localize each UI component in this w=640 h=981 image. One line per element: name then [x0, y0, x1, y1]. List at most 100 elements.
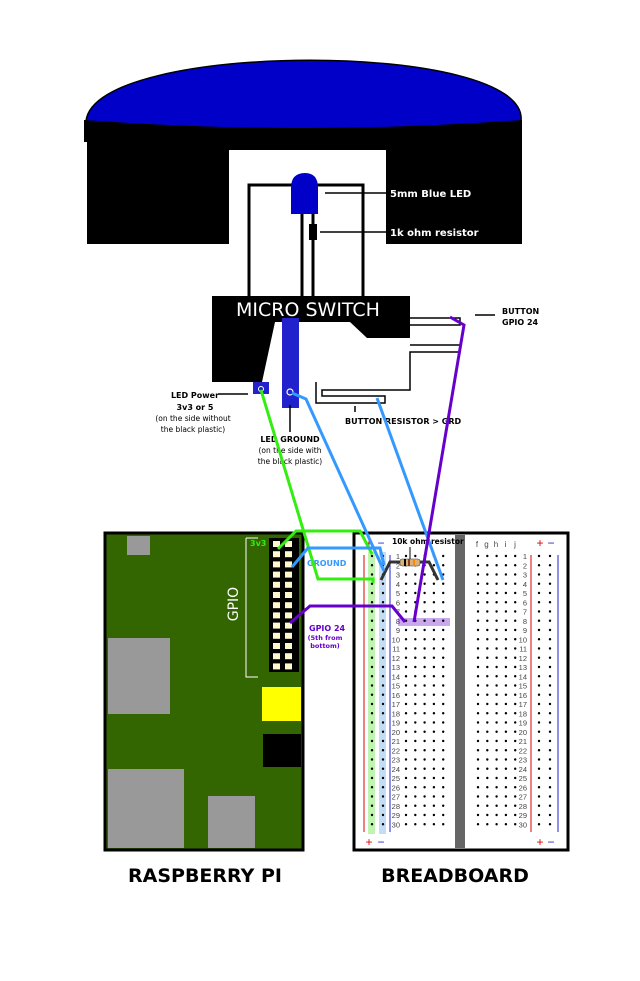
- row-number: 8: [396, 617, 400, 626]
- hole: [442, 758, 445, 761]
- hole: [504, 647, 508, 650]
- row-number: 7: [523, 608, 527, 617]
- rail-minus-label: −: [377, 835, 384, 849]
- rail-hole: [381, 684, 385, 687]
- hole: [432, 739, 436, 743]
- hole: [486, 749, 489, 752]
- hole: [404, 693, 408, 696]
- hole: [486, 582, 489, 585]
- hole: [495, 804, 498, 807]
- rail-hole: [548, 739, 552, 743]
- rail-hole: [381, 647, 385, 650]
- hole: [404, 675, 408, 678]
- hole: [432, 647, 436, 650]
- row-number: 26: [519, 783, 527, 792]
- row-number: 17: [392, 700, 400, 709]
- hole: [432, 823, 436, 826]
- micro-switch: MICRO SWITCH: [212, 296, 461, 408]
- column-label: h: [494, 540, 498, 549]
- hole: [476, 712, 480, 715]
- row-8-highlight: [398, 618, 450, 626]
- hole: [495, 638, 498, 641]
- rail-hole: [537, 665, 541, 669]
- rail-hole: [381, 758, 385, 761]
- hole: [504, 693, 508, 696]
- hole: [495, 721, 498, 724]
- row-number: 18: [392, 709, 400, 718]
- gpio-pin: [285, 551, 292, 558]
- hole: [432, 776, 436, 780]
- row-number: 2: [396, 561, 400, 570]
- row-number: 11: [519, 645, 527, 654]
- hole: [404, 813, 408, 817]
- hole: [504, 684, 508, 687]
- hole: [404, 610, 408, 613]
- hole: [504, 554, 508, 558]
- rail-hole: [537, 767, 541, 770]
- rail-hole: [537, 795, 541, 798]
- rail-hole: [370, 675, 374, 678]
- hole: [432, 628, 436, 632]
- hole: [432, 702, 436, 706]
- rail-hole: [548, 619, 552, 622]
- rail-hole: [537, 712, 541, 715]
- led-icon: [291, 173, 318, 214]
- rail-hole: [548, 813, 552, 817]
- hole: [514, 647, 517, 650]
- hole: [514, 582, 517, 585]
- rail-hole: [381, 610, 385, 613]
- wires: [259, 315, 466, 625]
- hole: [504, 638, 508, 641]
- row-number: 10: [519, 635, 527, 644]
- rail-hole: [381, 582, 385, 585]
- hole: [495, 813, 498, 817]
- gpio-pin: [285, 663, 292, 670]
- button-gpio-label: GPIO 24: [502, 318, 539, 327]
- wire-blue-button-resistor: [375, 397, 445, 581]
- hole: [514, 758, 517, 761]
- hole: [432, 564, 436, 567]
- hole: [504, 582, 508, 585]
- led-power-label: 3v3 or 5: [177, 403, 214, 412]
- hole: [504, 776, 508, 780]
- hole: [486, 628, 489, 632]
- pin-ground-label: GROUND: [307, 559, 347, 568]
- wire-blue-led-ground: [291, 391, 386, 572]
- hole: [486, 619, 489, 622]
- center-divider: [455, 535, 465, 848]
- hole: [476, 684, 480, 687]
- rail-hole: [381, 786, 385, 789]
- hole: [432, 638, 436, 641]
- hole: [504, 721, 508, 724]
- hole: [476, 582, 480, 585]
- rail-hole: [381, 702, 385, 706]
- hole: [486, 823, 489, 826]
- hole: [414, 665, 417, 669]
- rail-hole: [381, 767, 385, 770]
- hole: [404, 656, 408, 659]
- rail-hole: [370, 776, 374, 780]
- gpio-pin: [273, 571, 280, 578]
- rail-hole: [548, 767, 552, 770]
- hole: [432, 813, 436, 817]
- hole: [514, 776, 517, 780]
- hole: [432, 656, 436, 659]
- hole: [476, 702, 480, 706]
- gpio-pin: [273, 581, 280, 588]
- row-number: 6: [523, 598, 527, 607]
- hole: [423, 591, 426, 595]
- rail-hole: [381, 693, 385, 696]
- hole: [486, 712, 489, 715]
- rail-hole: [548, 823, 552, 826]
- hole: [432, 730, 436, 733]
- rail-hole: [548, 684, 552, 687]
- row-number: 16: [392, 691, 400, 700]
- hole: [476, 758, 480, 761]
- gpio-pin: [273, 551, 280, 558]
- rail-hole: [381, 776, 385, 780]
- rail-hole: [548, 647, 552, 650]
- hole: [486, 721, 489, 724]
- rail-hole: [537, 823, 541, 826]
- hole: [432, 619, 436, 622]
- row-number: 27: [392, 793, 400, 802]
